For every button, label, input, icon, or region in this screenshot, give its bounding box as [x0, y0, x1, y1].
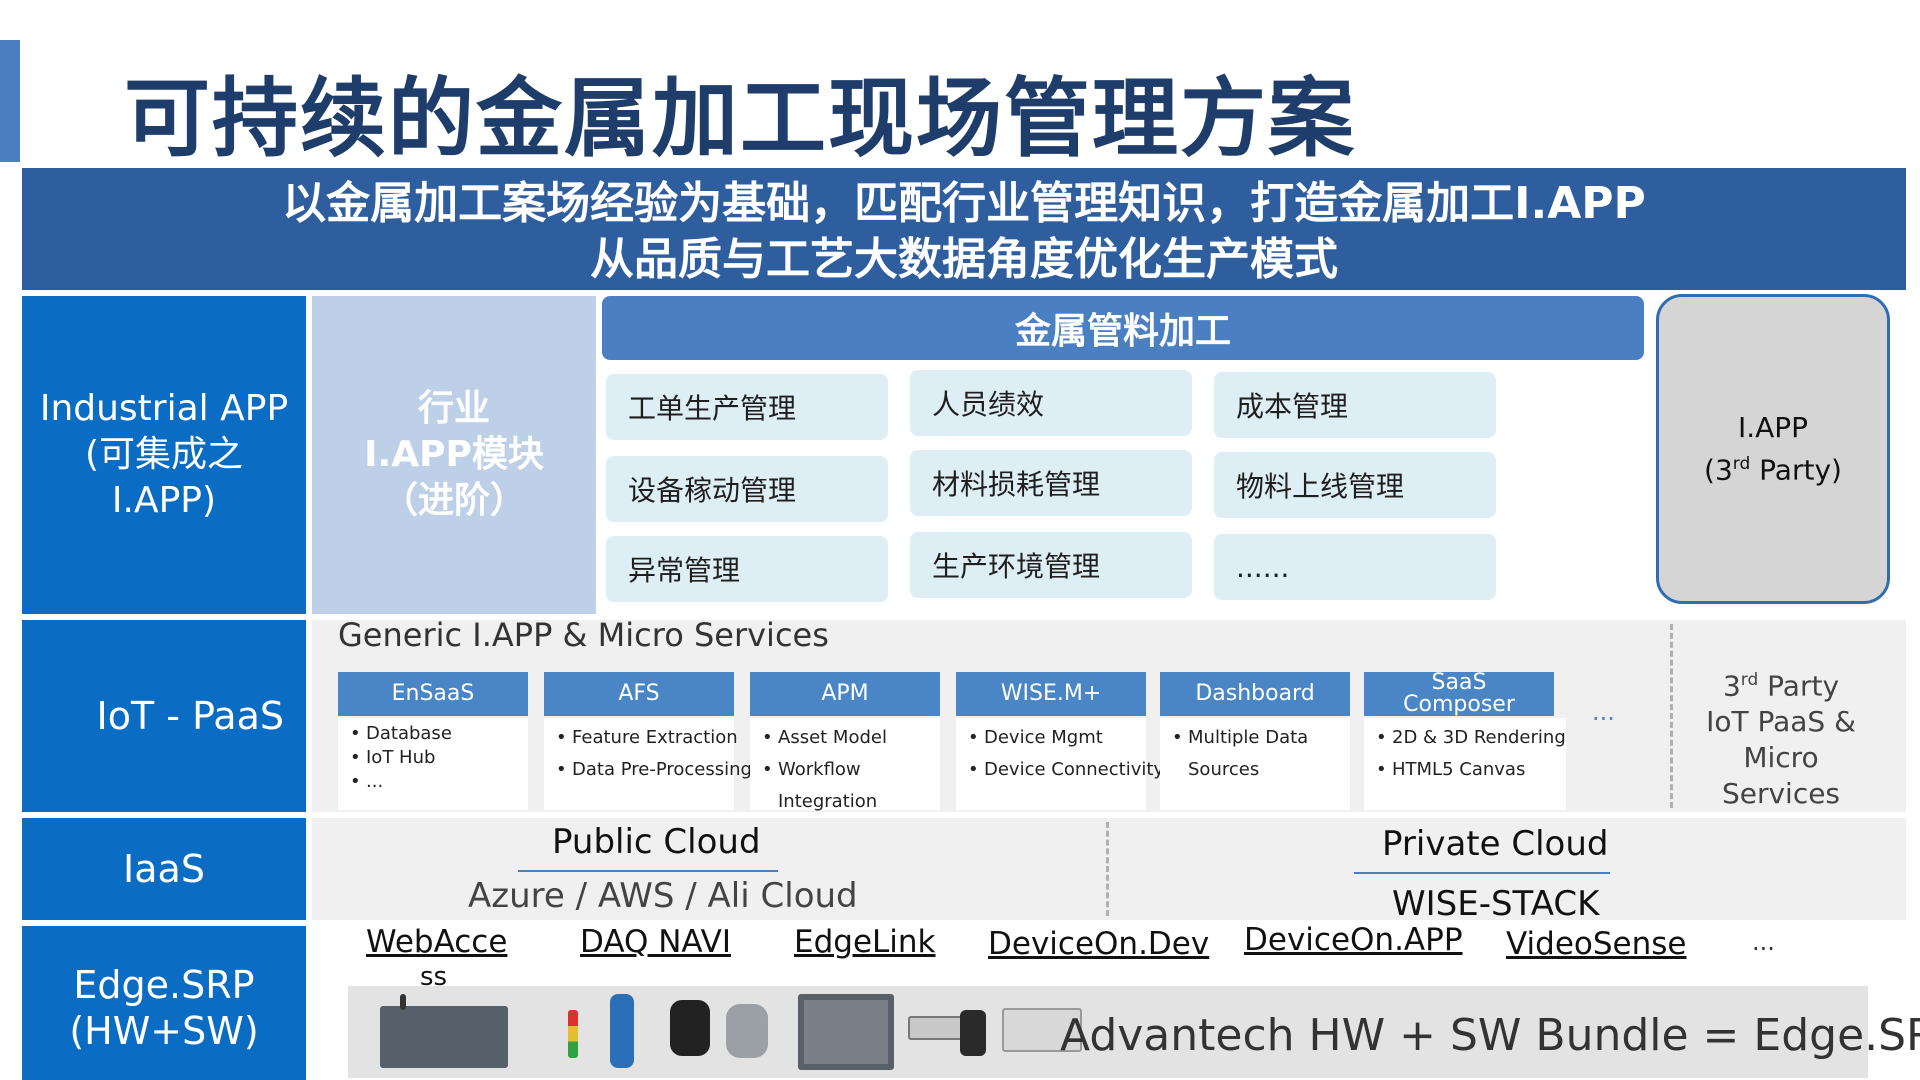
service-dashboard-header[interactable]: Dashboard — [1160, 672, 1350, 716]
current-clamp-icon — [670, 1000, 710, 1056]
edge-link-videosense[interactable]: VideoSense — [1506, 926, 1687, 962]
signal-tower-icon — [568, 1010, 578, 1058]
third-party-paas-line4: Services — [1721, 777, 1841, 811]
service-saas-composer-item: HTML5 Canvas — [1374, 754, 1560, 786]
service-apm-item: Workflow — [760, 754, 934, 786]
tile-material-loss[interactable]: 材料损耗管理 — [910, 450, 1192, 516]
tile-staff-performance[interactable]: 人员绩效 — [910, 370, 1192, 436]
service-dashboard-body: Multiple Data Sources — [1160, 718, 1350, 810]
tile-exception-management[interactable]: 异常管理 — [606, 536, 888, 602]
edge-more-ellipsis[interactable]: ... — [1752, 928, 1775, 956]
public-cloud-underline — [518, 870, 778, 872]
service-apm-item: Integration — [778, 791, 878, 812]
service-dashboard-item: Multiple Data — [1170, 722, 1344, 754]
service-dashboard-item: Sources — [1188, 759, 1260, 780]
iaas-area — [312, 818, 1906, 920]
service-afs-item: Feature Extraction — [554, 722, 738, 754]
service-afs-item: Data Pre-Processing — [554, 754, 752, 786]
edge-link-webaccess[interactable]: WebAcce — [366, 924, 508, 960]
service-saas-composer-body: 2D & 3D Rendering HTML5 Canvas — [1364, 718, 1566, 810]
service-apm-body: Asset Model Workflow Integration — [750, 718, 940, 812]
row-label-iaas: IaaS — [22, 818, 306, 920]
barcode-scanner-icon — [960, 1010, 986, 1056]
service-wisem-body: Device Mgmt Device Connectivity — [956, 718, 1164, 810]
service-wisem-item: Device Connectivity — [966, 754, 1164, 786]
third-party-app-line2: (3rd Party) — [1704, 453, 1842, 487]
banner-line-2: 从品质与工艺大数据角度优化生产模式 — [590, 234, 1338, 285]
metal-section-header: 金属管料加工 — [602, 296, 1644, 360]
private-cloud-stack: WISE-STACK — [1392, 884, 1600, 924]
handheld-sensor-icon — [610, 994, 634, 1068]
gateway-device-icon — [1002, 1008, 1082, 1052]
service-afs-header[interactable]: AFS — [544, 672, 734, 716]
antenna-icon — [400, 994, 406, 1010]
row-label-industrial-app-line1: Industrial APP — [39, 388, 289, 429]
private-cloud-title: Private Cloud — [1382, 824, 1609, 864]
industry-module-line3: （进阶） — [381, 480, 526, 521]
service-saas-composer-item: 2D & 3D Rendering — [1374, 722, 1566, 754]
edge-link-daqnavi[interactable]: DAQ NAVI — [580, 924, 732, 960]
third-party-paas-line2: IoT PaaS & — [1706, 705, 1856, 739]
service-wisem-header[interactable]: WISE.M+ — [956, 672, 1146, 716]
row-label-iot-paas: IoT - PaaS — [22, 620, 306, 812]
tile-more[interactable]: ...... — [1214, 534, 1496, 600]
camera-icon — [908, 1016, 968, 1040]
paas-title: Generic I.APP & Micro Services — [338, 616, 829, 654]
row-label-industrial-app-line3: I.APP) — [111, 480, 217, 521]
service-wisem-item: Device Mgmt — [966, 722, 1140, 754]
row-label-industrial-app-line2: (可集成之 — [84, 434, 244, 475]
summary-banner: 以金属加工案场经验为基础，匹配行业管理知识，打造金属加工I.APP 从品质与工艺… — [22, 168, 1906, 290]
tile-material-feeding[interactable]: 物料上线管理 — [1214, 452, 1496, 518]
service-apm-header[interactable]: APM — [750, 672, 940, 716]
industry-module-column: 行业 I.APP模块 （进阶） — [312, 296, 596, 614]
industry-module-line1: 行业 — [417, 388, 490, 429]
edge-link-deviceon-app[interactable]: DeviceOn.APP — [1244, 922, 1463, 958]
tile-environment-management[interactable]: 生产环境管理 — [910, 532, 1192, 598]
edge-slogan: Advantech HW + SW Bundle = Edge.SRP — [1060, 1010, 1920, 1061]
title-accent-bar — [0, 40, 20, 162]
row-label-industrial-app: Industrial APP (可集成之 I.APP) — [22, 296, 306, 614]
service-ensaas-item: ... — [348, 770, 522, 794]
iaas-divider — [1106, 822, 1109, 916]
service-ensaas-body: Database IoT Hub ... — [338, 718, 528, 810]
third-party-paas-line1: 3rd Party — [1722, 669, 1840, 703]
service-ensaas-header[interactable]: EnSaaS — [338, 672, 528, 716]
third-party-paas-line3: Micro — [1743, 741, 1819, 775]
edge-link-edgelink[interactable]: EdgeLink — [794, 924, 936, 960]
industry-module-line2: I.APP模块 — [364, 434, 544, 475]
page-title: 可持续的金属加工现场管理方案 — [124, 69, 1356, 169]
service-saas-composer-name-2: Composer — [1403, 692, 1515, 717]
third-party-app-line1: I.APP — [1737, 410, 1809, 444]
third-party-paas: 3rd Party IoT PaaS & Micro Services — [1676, 662, 1886, 812]
service-ensaas-item: IoT Hub — [348, 746, 522, 770]
banner-line-1: 以金属加工案场经验为基础，匹配行业管理知识，打造金属加工I.APP — [282, 178, 1646, 229]
io-module-icon — [380, 1006, 508, 1068]
private-cloud-underline — [1354, 872, 1610, 874]
service-afs-body: Feature Extraction Data Pre-Processing — [544, 718, 752, 810]
third-party-app-box[interactable]: I.APP (3rd Party) — [1656, 294, 1890, 604]
row-label-edge-line1: Edge.SRP — [73, 963, 255, 1007]
tile-work-order[interactable]: 工单生产管理 — [606, 374, 888, 440]
paas-divider — [1670, 624, 1673, 808]
service-ensaas-item: Database — [348, 722, 522, 746]
public-cloud-title: Public Cloud — [552, 822, 761, 862]
public-cloud-providers: Azure / AWS / Ali Cloud — [468, 876, 858, 916]
service-apm-item: Asset Model — [760, 722, 934, 754]
service-saas-composer-header[interactable]: SaaS Composer — [1364, 672, 1554, 716]
hmi-panel-icon — [798, 994, 894, 1070]
paas-more-ellipsis[interactable]: ... — [1592, 698, 1615, 726]
row-label-edge-line2: (HW+SW) — [69, 1009, 259, 1053]
tile-cost-management[interactable]: 成本管理 — [1214, 372, 1496, 438]
edge-link-deviceon-dev[interactable]: DeviceOn.Dev — [988, 926, 1210, 962]
tile-equipment-utilization[interactable]: 设备稼动管理 — [606, 456, 888, 522]
hardware-image-strip — [348, 986, 1868, 1078]
service-saas-composer-name-1: SaaS — [1431, 670, 1487, 695]
counter-icon — [726, 1004, 768, 1058]
row-label-edge: Edge.SRP (HW+SW) — [22, 926, 306, 1080]
